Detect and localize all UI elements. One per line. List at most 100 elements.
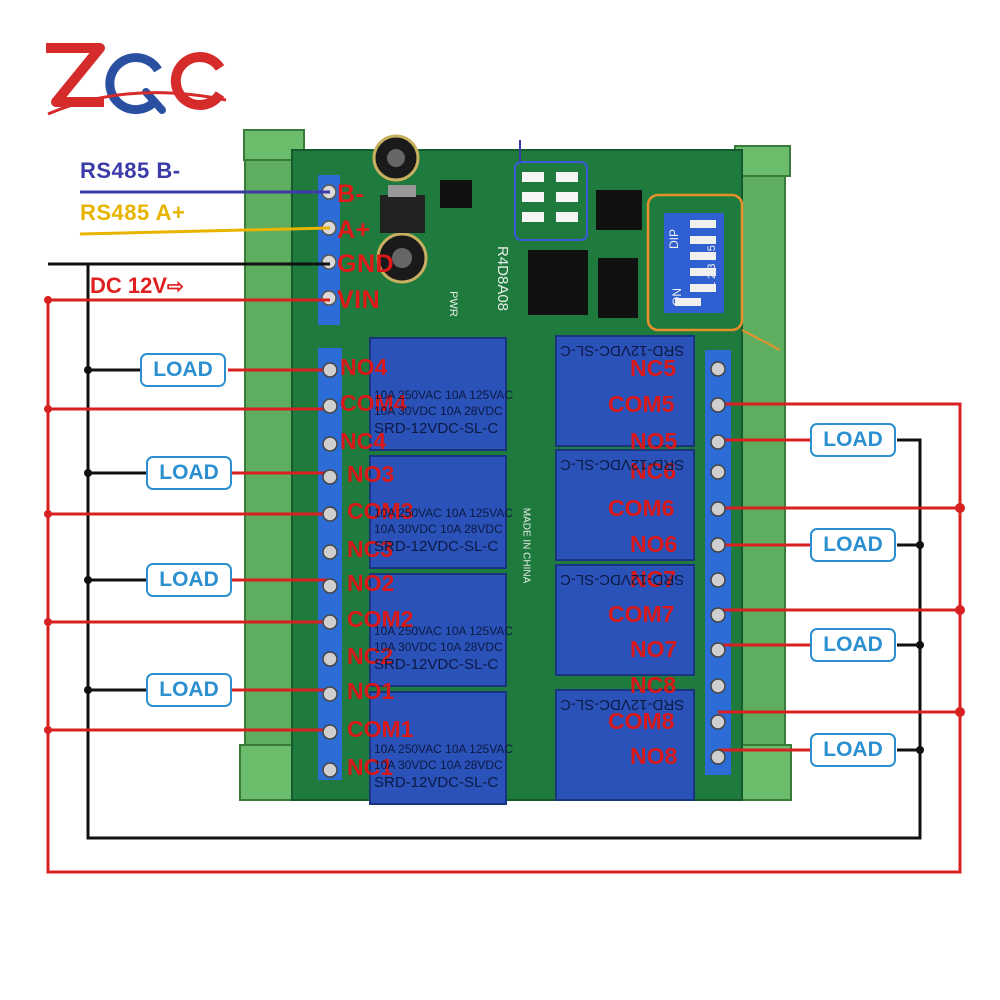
made-in-label: MADE IN CHINA [520,507,532,584]
dip-on-label: ON [670,288,684,306]
terminal-label-nc5: NC5 [630,355,677,381]
terminal-screw [322,578,338,594]
terminal-label-no1: NO1 [347,678,395,704]
relay-7 [555,564,695,676]
terminal-label-no4: NO4 [340,354,388,380]
terminal-label-com5: COM5 [608,391,675,417]
terminal-screw [710,572,726,588]
terminal-label-no7: NO7 [630,636,678,662]
terminal-label-no8: NO8 [630,743,678,769]
pin-gnd: GND [337,250,395,278]
rs485-b-label: RS485 B- [80,158,181,183]
ic-chip [598,258,638,318]
terminal-screw [710,397,726,413]
relay-4 [369,337,507,451]
terminal-screw [710,501,726,517]
terminal-screw [710,678,726,694]
relay-relay-rating-2: 10A 30VDC 10A 28VDC [374,404,503,418]
power-terminal-block [318,175,340,325]
terminal-label-nc1: NC1 [347,754,394,780]
terminal-label-nc6: NC6 [630,458,677,484]
board-model: R4D8A08 [494,245,512,312]
terminal-label-no5: NO5 [630,428,678,454]
right-terminal-strip [705,350,731,775]
relay-model: SRD-12VDC-SL-C [560,456,685,473]
load-box: LOAD [146,673,232,707]
dip-switch-highlight [646,193,744,332]
relay-8 [555,689,695,801]
dip-numbers: 1 2 3 4 5 6 [706,236,718,288]
terminal-screw [322,469,338,485]
relay-relay-model: SRD-12VDC-SL-C [374,656,499,673]
load-box: LOAD [810,423,896,457]
relay-model: SRD-12VDC-SL-C [560,571,685,588]
load-box: LOAD [810,628,896,662]
left-terminal-strip [318,348,342,780]
relay-model: SRD-12VDC-SL-C [560,696,685,713]
terminal-label-nc8: NC8 [630,672,677,698]
led-group [514,161,588,241]
relay-6 [555,449,695,561]
terminal-screw [322,436,338,452]
relay-relay-rating-1: 10A 250VAC 10A 125VAC [374,388,513,402]
terminal-label-com1: COM1 [347,716,414,742]
load-box: LOAD [140,353,226,387]
terminal-screw [710,749,726,765]
terminal-label-com4: COM4 [340,390,407,416]
terminal-screw [322,506,338,522]
relay-5 [555,335,695,447]
relay-relay-rating-1: 10A 250VAC 10A 125VAC [374,624,513,638]
rs485-a-label: RS485 A+ [80,200,186,225]
relay-relay-rating-2: 10A 30VDC 10A 28VDC [374,758,503,772]
relay-model: SRD-12VDC-SL-C [560,342,685,359]
terminal-label-nc4: NC4 [340,428,387,454]
relay-relay-model: SRD-12VDC-SL-C [374,538,499,555]
terminal-screw [322,651,338,667]
din-rail-left [244,134,301,796]
relay-1 [369,691,507,805]
terminal-screw [322,686,338,702]
terminal-screw [322,724,338,740]
relay-relay-model: SRD-12VDC-SL-C [374,774,499,791]
terminal-screw [322,398,338,414]
relay-relay-rating-2: 10A 30VDC 10A 28VDC [374,640,503,654]
terminal-screw [322,362,338,378]
terminal-screw [322,762,338,778]
terminal-label-no3: NO3 [347,461,395,487]
terminal-label-nc3: NC3 [347,536,394,562]
terminal-label-com3: COM3 [347,498,414,524]
terminal-screw [322,544,338,560]
terminal-label-com8: COM8 [608,708,675,734]
voltage-regulator [380,195,425,233]
terminal-label-com6: COM6 [608,495,675,521]
terminal-label-com7: COM7 [608,601,675,627]
pwr-label: PWR [446,291,459,317]
ic-chip [596,190,642,230]
terminal-screw [710,434,726,450]
relay-relay-model: SRD-12VDC-SL-C [374,420,499,437]
ic-chip [528,250,588,315]
terminal-label-no6: NO6 [630,531,678,557]
relay-relay-rating-1: 10A 250VAC 10A 125VAC [374,506,513,520]
relay-3 [369,455,507,569]
terminal-label-com2: COM2 [347,606,414,632]
terminal-label-no2: NO2 [347,570,395,596]
load-box: LOAD [146,456,232,490]
pin-a: A+ [337,216,371,244]
terminal-screw [710,361,726,377]
dip-label: DIP [667,228,682,250]
terminal-screw [710,464,726,480]
dc-12v-text: DC 12V [90,273,168,298]
zqc-logo [46,43,227,116]
terminal-screw [710,714,726,730]
terminal-label-nc2: NC2 [347,643,394,669]
pin-b: B- [337,180,365,208]
terminal-screw [710,607,726,623]
terminal-screw [322,614,338,630]
dc-12v-label: DC 12V⇨ [90,273,184,299]
relay-2 [369,573,507,687]
dip-switch [664,213,724,313]
terminal-screw [710,642,726,658]
